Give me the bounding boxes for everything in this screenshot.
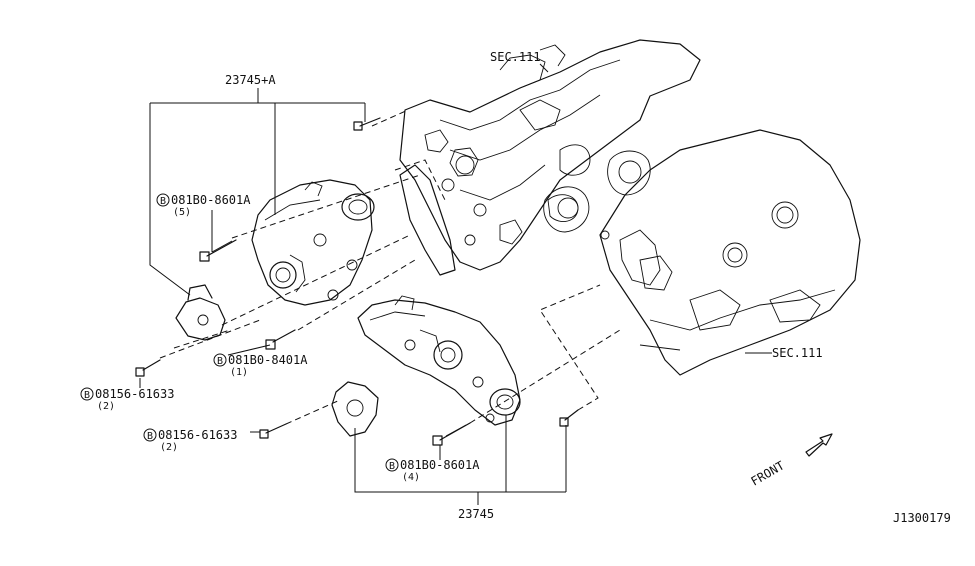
bolt-marker: B	[389, 461, 395, 472]
callout-qty: (1)	[230, 367, 248, 378]
bolt-marker: B	[160, 196, 166, 207]
diagram-id: J1300179	[893, 511, 951, 525]
callout-part: 08156-61633	[158, 428, 237, 442]
bolt-08156-61633-lower	[259, 423, 287, 439]
callout-qty: (5)	[173, 207, 191, 218]
leader-lines	[139, 63, 772, 505]
callout-qty: (2)	[160, 442, 178, 453]
callout-bolt-3: B 08156-61633 (2)	[80, 387, 174, 412]
label-sec-right: SEC.111	[772, 346, 823, 360]
cam-sensor-lower	[331, 381, 379, 437]
callout-bolt-5: B 081B0-8601A (4)	[385, 458, 480, 483]
bolt-right-lower	[559, 409, 579, 427]
engine-head-right	[543, 129, 861, 376]
bolt-081B0-8401A	[265, 329, 296, 350]
vtc-cover-lower	[357, 295, 521, 426]
callout-part: 08156-61633	[95, 387, 174, 401]
engine-head-upper	[399, 39, 701, 276]
bolt-081B0-8601A-lower	[432, 422, 471, 446]
callout-qty: (2)	[97, 401, 115, 412]
callout-part: 081B0-8601A	[171, 193, 251, 207]
bolt-top-upper	[353, 117, 381, 131]
callout-bolt-1: B 081B0-8601A (5)	[156, 193, 251, 218]
callout-part: 081B0-8601A	[400, 458, 480, 472]
assembly-lines	[159, 109, 621, 425]
callout-qty: (4)	[402, 472, 420, 483]
bolt-081B0-8601A-upper	[199, 239, 237, 262]
label-assembly-bottom: 23745	[458, 507, 494, 521]
bolt-marker: B	[217, 356, 223, 367]
callout-part: 081B0-8401A	[228, 353, 308, 367]
vtc-cover-upper	[251, 179, 375, 306]
bolt-marker: B	[147, 431, 153, 442]
callout-bolt-4: B 08156-61633 (2)	[143, 428, 237, 453]
front-arrow-icon	[805, 433, 833, 457]
bolt-marker: B	[84, 390, 90, 401]
label-sec-top: SEC.111	[490, 50, 541, 64]
callout-bolt-2: B 081B0-8401A (1)	[213, 353, 308, 378]
bolt-08156-61633-upper	[135, 359, 161, 377]
cam-sensor-upper	[175, 284, 226, 341]
label-assembly-top: 23745+A	[225, 73, 276, 87]
label-front: FRONT	[749, 458, 787, 488]
